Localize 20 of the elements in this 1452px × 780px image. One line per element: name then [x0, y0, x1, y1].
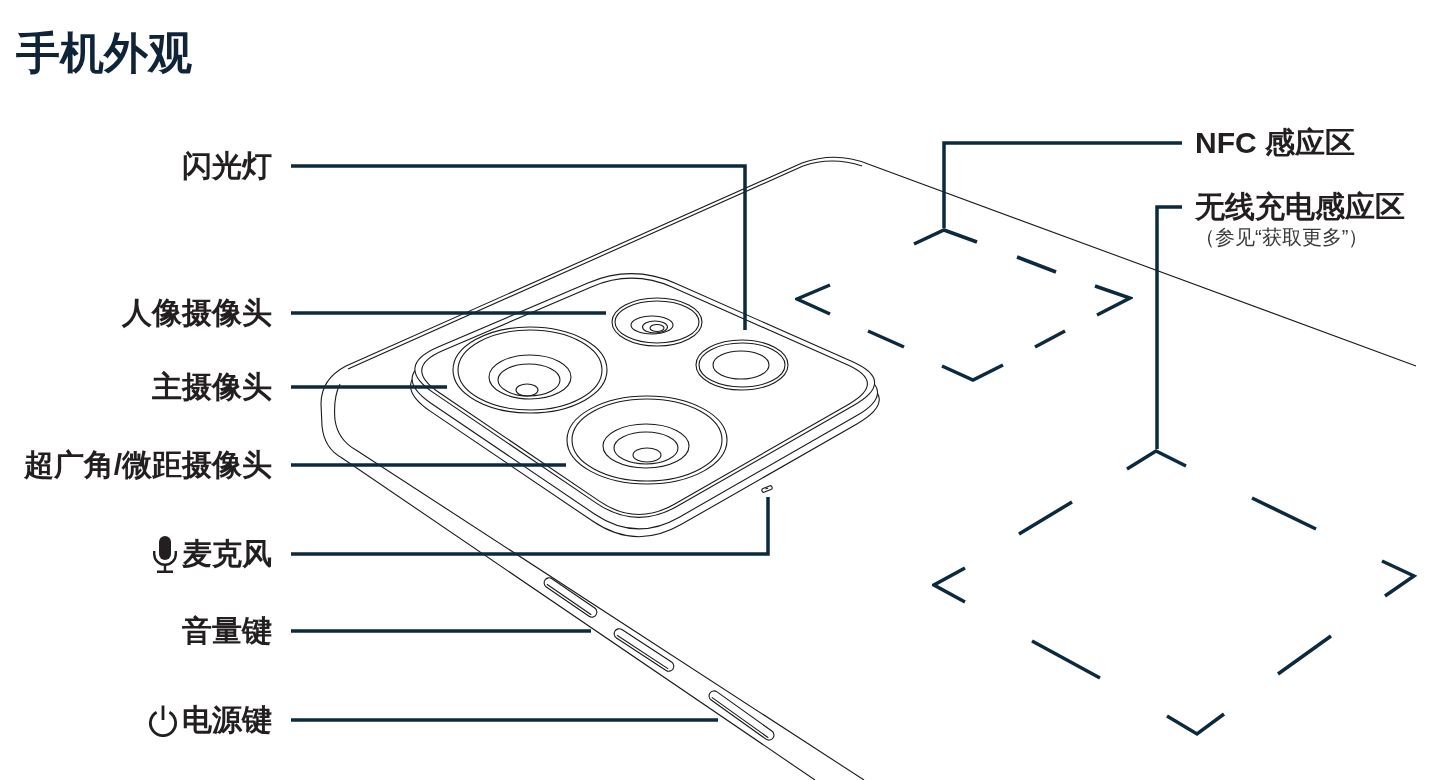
part-label: 麦克风	[182, 536, 272, 572]
leader-line	[291, 629, 591, 633]
leader-line	[291, 385, 447, 389]
note-text: （参见“获取更多”）	[1195, 225, 1369, 249]
leader-line	[291, 463, 566, 467]
part-label: NFC 感应区	[1195, 125, 1355, 161]
leader-line	[291, 497, 770, 556]
leader-line	[291, 164, 747, 330]
part-label: 闪光灯	[182, 148, 272, 184]
page-title: 手机外观	[16, 27, 192, 79]
part-label: 电源键	[182, 702, 272, 738]
part-label: 超广角/微距摄像头	[23, 447, 272, 483]
leader-line	[291, 718, 718, 722]
part-label: 人像摄像头	[122, 295, 272, 331]
leader-line	[942, 141, 1182, 228]
leader-line	[291, 311, 606, 315]
part-label: 无线充电感应区	[1195, 189, 1405, 225]
part-label: 主摄像头	[152, 369, 272, 405]
part-label: 音量键	[182, 613, 272, 649]
leader-line	[1155, 205, 1182, 449]
